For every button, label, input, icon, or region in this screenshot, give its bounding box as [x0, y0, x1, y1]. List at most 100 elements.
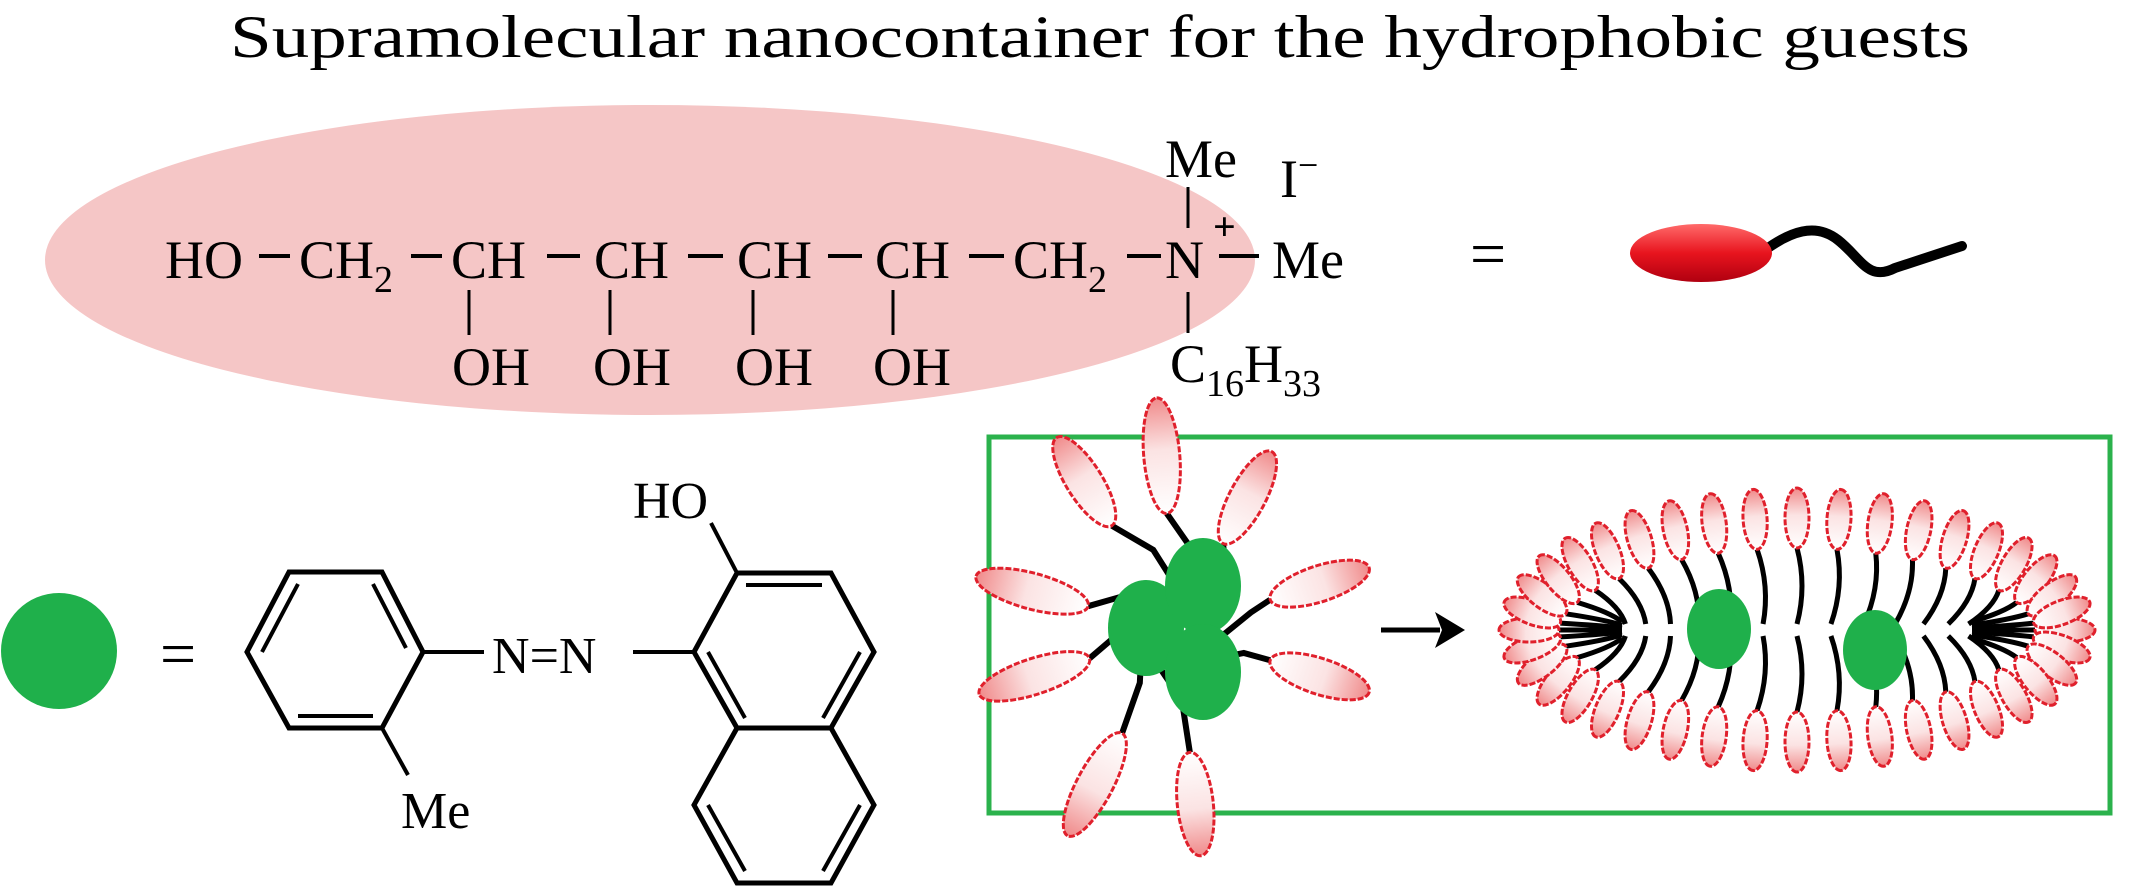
equals-sign-guest: =: [160, 618, 196, 689]
elongated-micelle: [1497, 486, 2097, 774]
surfactant-cartoon-tail: [1760, 225, 1967, 278]
azo-group: N=N: [492, 628, 596, 685]
hexadecyl-tail: C16H33: [1170, 334, 1321, 405]
chain-bonds: [259, 187, 1259, 335]
transition-arrow: [1381, 612, 1465, 648]
micelle-tail: [1617, 576, 1649, 625]
micelle-head: [2013, 654, 2059, 707]
micelle-tail: [1754, 548, 1768, 625]
dye-methyl: Me: [401, 783, 470, 840]
micelle-tail: [1971, 611, 2029, 628]
micelle-head: [1825, 709, 1853, 773]
group-ch-1: CH: [451, 230, 526, 290]
naphthalene-ring-lower: [691, 725, 877, 886]
figure-title: Supramolecular nanocontainer for the hyd…: [230, 4, 1970, 70]
micelle-tail: [1565, 632, 1623, 649]
micelle-tail: [1560, 620, 1623, 631]
micelle-tail: [1921, 567, 1949, 626]
group-ch2-a: CH2: [299, 230, 393, 301]
micelle-tail: [1971, 632, 2029, 649]
micelle-head: [1741, 487, 1769, 551]
hydroxyl-4: OH: [873, 337, 951, 397]
surfactant-structure: HO CH2 CH CH CH CH CH2 N Me OH OH OH OH …: [45, 105, 1344, 415]
micelle-head: [1560, 667, 1600, 725]
micelle-head: [2031, 595, 2092, 630]
micelle-head: [1741, 709, 1769, 773]
surfactant-cartoon: [1630, 224, 1967, 282]
spherical-micelle: [974, 396, 1371, 858]
micelle-head: [1141, 396, 1182, 515]
micelle-tail: [1946, 578, 1978, 626]
micelle-head: [1660, 698, 1691, 761]
micelle-head: [1700, 705, 1729, 768]
micelle-head: [977, 650, 1092, 703]
guest-molecule: [1165, 624, 1241, 720]
micelle-tail: [1565, 611, 1623, 628]
micelle-head: [1268, 651, 1371, 702]
counterion: I−: [1280, 145, 1318, 209]
arrow-head-icon: [1435, 612, 1465, 648]
micelle-head: [1994, 667, 2034, 725]
micelle-head: [1560, 535, 1600, 593]
group-ho: HO: [165, 230, 243, 290]
group-ch2-b: CH2: [1013, 230, 1107, 301]
group-me-top: Me: [1165, 129, 1237, 189]
equals-sign-top: =: [1470, 218, 1506, 289]
micelle-tail: [1646, 635, 1674, 694]
micelle-tail: [1617, 635, 1649, 684]
micelle-head: [1968, 679, 2005, 739]
micelle-head: [1700, 492, 1729, 555]
micelle-tail: [1593, 588, 1628, 625]
micelle-tail: [1828, 635, 1842, 712]
micelle-head: [1051, 434, 1118, 529]
group-ch-4: CH: [875, 230, 950, 290]
group-ch-2: CH: [594, 230, 669, 290]
group-me-right: Me: [1272, 230, 1344, 290]
micelle-tail: [1971, 600, 2019, 625]
guest-molecule: [1165, 538, 1241, 634]
micelle-tail: [1213, 597, 1272, 644]
micelle-tail: [1646, 566, 1674, 625]
micelle-tail: [1754, 635, 1768, 712]
micelle-head: [1216, 449, 1279, 546]
micelle-head: [1968, 521, 2005, 581]
micelle-tail: [1576, 636, 1624, 661]
micelle-tail: [1828, 548, 1842, 625]
micelle-head: [1268, 558, 1371, 609]
micelle-head: [1938, 508, 1971, 570]
micelle-head: [1061, 731, 1128, 838]
headgroup-halo: [45, 105, 1255, 415]
micelle-transition-box: [986, 434, 2113, 816]
group-n: N: [1165, 230, 1204, 290]
micelle-head: [1903, 698, 1934, 761]
micelle-head: [1623, 508, 1656, 570]
micelle-tail: [1971, 620, 2034, 631]
micelle-tail: [1967, 633, 2002, 671]
micelle-head: [1865, 492, 1894, 555]
micelle-tail: [1593, 635, 1628, 672]
hydroxyl-3: OH: [735, 337, 813, 397]
micelle-head: [1783, 710, 1811, 774]
micelle-tail: [1794, 635, 1805, 713]
group-ch-3: CH: [737, 230, 812, 290]
dye-hydroxyl: HO: [633, 473, 708, 530]
micelle-head: [1865, 705, 1894, 768]
micelle-head: [1589, 679, 1626, 739]
guest-molecule: [1108, 580, 1184, 676]
guest-molecule: [1687, 589, 1751, 669]
micelle-head: [1783, 486, 1811, 550]
micelle-head: [1903, 499, 1934, 562]
naphthalene-ring-upper: [691, 570, 877, 731]
micelle-head: [1623, 690, 1656, 752]
micelle-head: [1535, 553, 1581, 606]
surfactant-cartoon-head: [1630, 224, 1772, 282]
ammonium-charge: +: [1213, 204, 1236, 249]
micelle-head: [974, 566, 1090, 616]
micelle-tail: [1576, 599, 1624, 624]
micelle-head: [1994, 535, 2034, 593]
micelle-tail: [1794, 547, 1805, 625]
micelle-head: [1660, 499, 1691, 562]
micelle-head: [1825, 487, 1853, 551]
micelle-head: [1175, 750, 1216, 858]
